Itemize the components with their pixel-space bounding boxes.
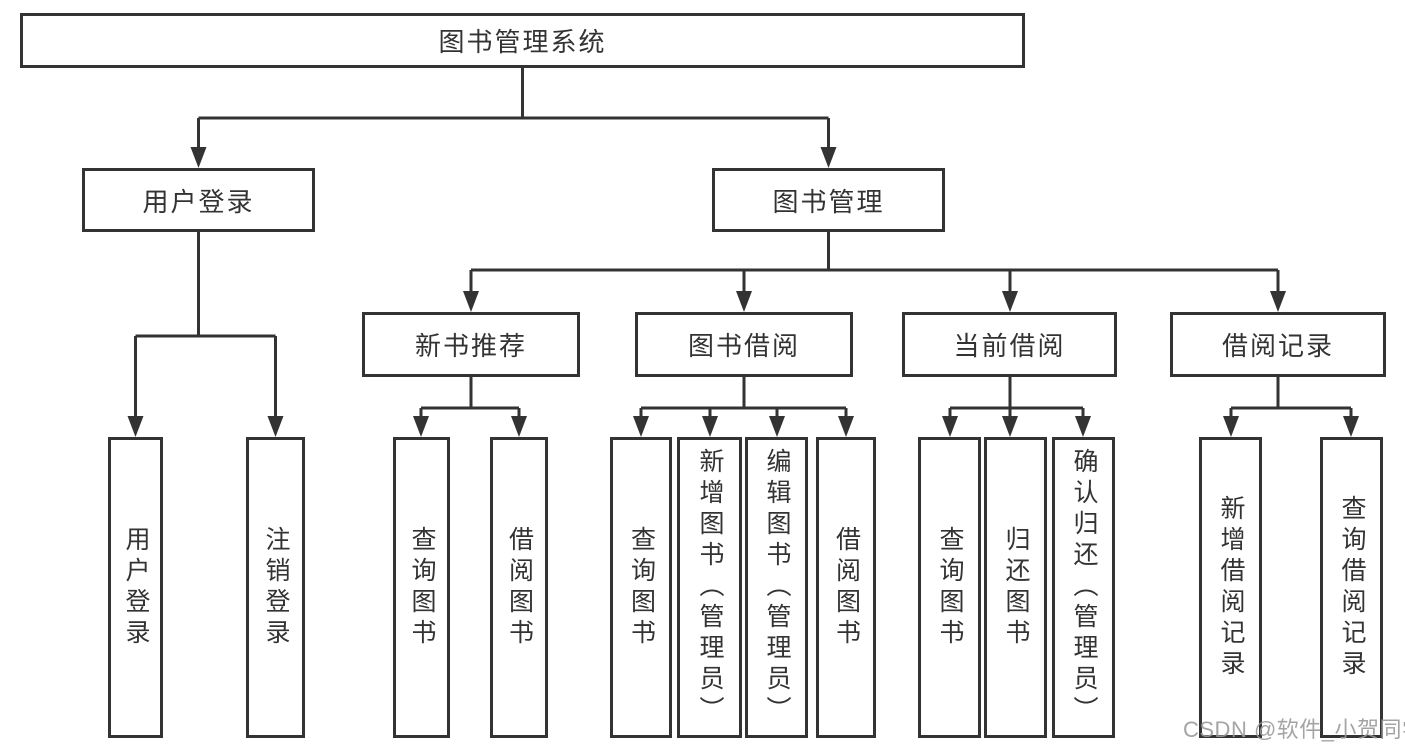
node-leaf-edit-books-admin: 编辑图书（管理员） bbox=[745, 437, 808, 738]
node-current-borrowing: 当前借阅 bbox=[902, 312, 1117, 377]
arrowhead-book-borrowing bbox=[736, 291, 752, 312]
node-leaf-query-borrow-record: 查询借阅记录 bbox=[1320, 437, 1383, 738]
arrowhead-borrowing-records bbox=[1270, 291, 1286, 312]
arrowhead-add-record bbox=[1223, 416, 1239, 437]
arrowhead-query-record bbox=[1343, 416, 1359, 437]
arrowhead-leaf-logout bbox=[267, 416, 284, 437]
arrowheads bbox=[127, 147, 1359, 437]
arrowhead-new-book-rec bbox=[463, 291, 479, 312]
node-leaf-query-books-2: 查询图书 bbox=[610, 437, 672, 738]
node-borrowing-records: 借阅记录 bbox=[1170, 312, 1386, 377]
node-leaf-user-login: 用户登录 bbox=[108, 437, 163, 738]
csdn-watermark: CSDN @软件_小贺同学 bbox=[1183, 717, 1405, 742]
arrowhead-borrow1 bbox=[511, 416, 527, 437]
arrowhead-query3 bbox=[942, 416, 958, 437]
node-leaf-add-books-admin: 新增图书（管理员） bbox=[677, 437, 742, 738]
node-leaf-add-borrow-record: 新增借阅记录 bbox=[1199, 437, 1262, 738]
node-root-system: 图书管理系统 bbox=[20, 13, 1025, 68]
node-leaf-return-books: 归还图书 bbox=[984, 437, 1047, 738]
arrowhead-current-borrowing bbox=[1002, 291, 1018, 312]
arrowhead-query2 bbox=[633, 416, 649, 437]
arrowhead-return-books bbox=[1002, 416, 1018, 437]
arrowhead-book-mgmt bbox=[820, 147, 837, 168]
node-leaf-query-books-1: 查询图书 bbox=[393, 437, 450, 738]
node-leaf-borrow-books-1: 借阅图书 bbox=[490, 437, 548, 738]
node-book-management: 图书管理 bbox=[712, 168, 945, 232]
node-leaf-logout: 注销登录 bbox=[246, 437, 305, 738]
arrowhead-user-login bbox=[190, 147, 207, 168]
arrowhead-edit-books bbox=[769, 416, 785, 437]
arrowhead-confirm-return bbox=[1075, 416, 1091, 437]
node-leaf-query-books-3: 查询图书 bbox=[918, 437, 981, 738]
node-new-book-recommendation: 新书推荐 bbox=[362, 312, 580, 377]
node-leaf-confirm-return-admin: 确认归还（管理员） bbox=[1052, 437, 1115, 738]
arrowhead-add-books bbox=[702, 416, 718, 437]
node-leaf-borrow-books-2: 借阅图书 bbox=[816, 437, 876, 738]
node-user-login: 用户登录 bbox=[82, 168, 315, 232]
node-book-borrowing: 图书借阅 bbox=[635, 312, 853, 377]
arrowhead-borrow2 bbox=[838, 416, 854, 437]
arrowhead-query1 bbox=[413, 416, 429, 437]
arrowhead-leaf-user-login bbox=[127, 416, 144, 437]
